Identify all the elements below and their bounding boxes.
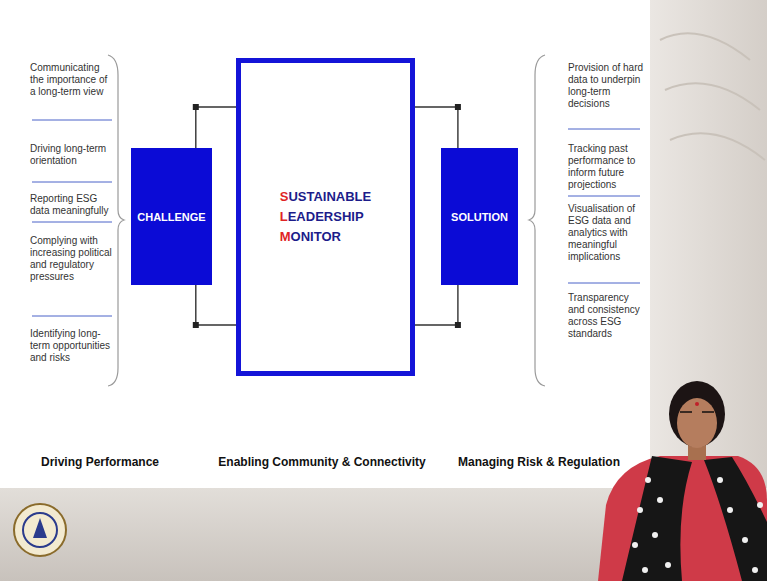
list-item: Identifying long-term opportunities and … bbox=[30, 328, 112, 364]
presenter-hair bbox=[669, 381, 725, 447]
right-brace bbox=[529, 55, 545, 386]
title-word: SUSTAINABLE bbox=[280, 189, 371, 204]
connector-line bbox=[196, 285, 236, 325]
logo-emblem bbox=[33, 518, 47, 538]
initial-letter: M bbox=[280, 229, 291, 244]
list-item: Provision of hard data to underpin long-… bbox=[568, 62, 644, 110]
presenter-scarf bbox=[622, 456, 692, 581]
left-brace bbox=[108, 55, 124, 386]
separator-line bbox=[32, 222, 112, 223]
book-backdrop bbox=[648, 0, 767, 490]
list-item: Transparency and consistency across ESG … bbox=[568, 292, 644, 340]
title-word: LEADERSHIP bbox=[280, 209, 364, 224]
slide-panel bbox=[0, 0, 650, 488]
presenter-bindi bbox=[695, 402, 699, 406]
blue-box: CHALLENGE bbox=[131, 148, 212, 285]
separator-line bbox=[568, 283, 640, 284]
separator-line bbox=[568, 129, 640, 130]
presenter-face bbox=[677, 398, 717, 448]
title-word: MONITOR bbox=[280, 229, 341, 244]
junction-square bbox=[193, 104, 199, 110]
initial-letter: L bbox=[280, 209, 288, 224]
list-item: Complying with increasing political and … bbox=[30, 235, 112, 283]
box-label: SOLUTION bbox=[451, 211, 508, 223]
junction-square bbox=[455, 322, 461, 328]
connector-line bbox=[196, 107, 236, 148]
initial-letter: S bbox=[280, 189, 289, 204]
list-item: Reporting ESG data meaningfully bbox=[30, 193, 112, 217]
box-label: CHALLENGE bbox=[137, 211, 205, 223]
institute-logo bbox=[14, 504, 66, 556]
list-item: Tracking past performance to inform futu… bbox=[568, 143, 644, 191]
footer-heading: Managing Risk & Regulation bbox=[458, 455, 620, 469]
presenter-body bbox=[598, 456, 767, 581]
monitor-frame: SUSTAINABLE LEADERSHIP MONITOR bbox=[236, 58, 415, 376]
junction-square bbox=[455, 104, 461, 110]
presenter-glasses bbox=[680, 411, 714, 413]
connector-line bbox=[415, 107, 458, 148]
separator-line bbox=[32, 316, 112, 317]
logo-ring bbox=[23, 513, 57, 547]
text-stack: SUSTAINABLE LEADERSHIP MONITOR bbox=[280, 187, 371, 247]
book-pages bbox=[660, 33, 765, 160]
list-item: Driving long-term orientation bbox=[30, 143, 112, 167]
text-stack: CHALLENGE bbox=[137, 211, 205, 223]
blue-box: SOLUTION bbox=[441, 148, 518, 285]
separator-line bbox=[32, 120, 112, 121]
list-item: Communicating the importance of a long-t… bbox=[30, 62, 112, 98]
separator-line bbox=[32, 182, 112, 183]
connector-line bbox=[415, 285, 458, 325]
presenter-scarf bbox=[704, 457, 767, 581]
list-item: Visualisation of ESG data and analytics … bbox=[568, 203, 644, 263]
footer-heading: Driving Performance bbox=[41, 455, 159, 469]
text-stack: SOLUTION bbox=[451, 211, 508, 223]
junction-square bbox=[193, 322, 199, 328]
scarf-dots bbox=[632, 477, 763, 573]
separator-line bbox=[568, 196, 640, 197]
monitor-title: SUSTAINABLE LEADERSHIP MONITOR bbox=[280, 187, 371, 247]
footer-heading: Enabling Community & Connectivity bbox=[218, 455, 425, 469]
